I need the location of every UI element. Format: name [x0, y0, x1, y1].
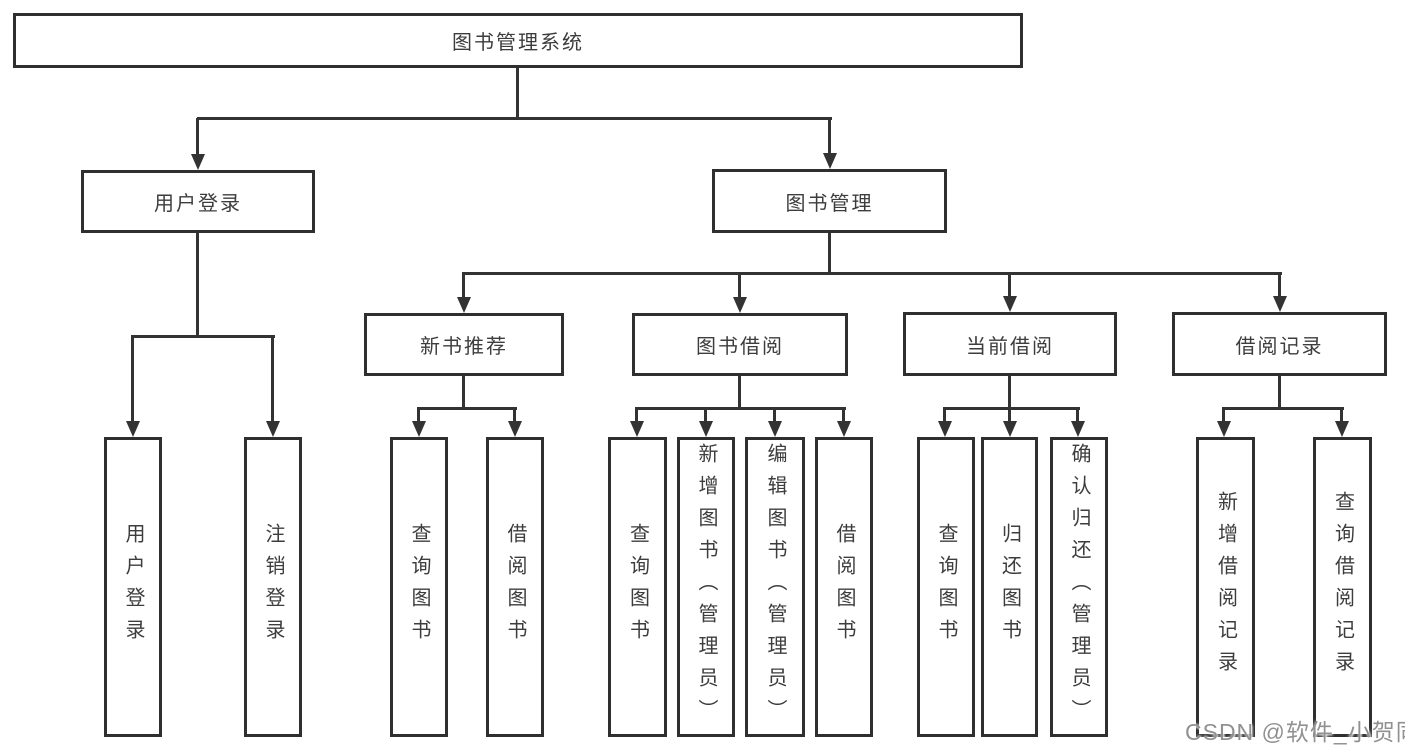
leaf-newbook-query-books-label: 查询图书: [408, 523, 430, 651]
connector-current-drop: [1008, 376, 1011, 409]
arrow-down-icon: [768, 421, 782, 437]
connector-bookmgmt-drop: [828, 233, 831, 274]
leaf-borrow-borrow-books: 借阅图书: [815, 437, 873, 737]
node-book-management-label: 图书管理: [785, 192, 874, 215]
connector-leaf: [773, 408, 776, 422]
leaf-current-query-books: 查询图书: [917, 437, 975, 737]
leaf-borrow-add-books-admin-label: 新增图书（管理员）: [695, 443, 717, 731]
connector-to-user-login: [196, 118, 199, 155]
node-borrow-records: 借阅记录: [1172, 312, 1387, 376]
leaf-borrow-edit-books-admin: 编辑图书（管理员）: [745, 437, 805, 737]
connector-userlogin-drop: [196, 232, 199, 336]
connector-leaf: [513, 408, 516, 422]
arrow-down-icon: [1071, 421, 1085, 437]
leaf-current-confirm-return-admin-label: 确认归还（管理员）: [1068, 443, 1090, 731]
connector-to-leaf-logout: [271, 336, 274, 421]
leaf-records-query-record: 查询借阅记录: [1313, 437, 1372, 737]
node-root-label: 图书管理系统: [452, 32, 584, 54]
connector-to-new-book: [462, 273, 465, 298]
leaf-records-add-record: 新增借阅记录: [1196, 437, 1255, 737]
connector-leaf: [417, 408, 420, 422]
leaf-user-login: 用户登录: [104, 437, 162, 737]
arrow-down-icon: [938, 421, 952, 437]
node-current-borrow: 当前借阅: [903, 312, 1117, 376]
arrow-down-icon: [1335, 421, 1349, 437]
node-new-book-recommend: 新书推荐: [364, 313, 564, 376]
node-book-management: 图书管理: [712, 169, 947, 233]
arrow-down-icon: [1003, 421, 1017, 437]
leaf-newbook-query-books: 查询图书: [390, 437, 448, 737]
connector-userlogin-rail: [131, 335, 275, 338]
connector-newbook-rail: [417, 407, 517, 410]
node-user-login: 用户登录: [81, 170, 315, 233]
connector-to-leaf-login: [131, 336, 134, 421]
arrow-down-icon: [412, 421, 426, 437]
leaf-borrow-query-books-label: 查询图书: [626, 523, 649, 651]
connector-to-current: [1008, 273, 1011, 297]
arrow-down-icon: [699, 421, 713, 437]
leaf-borrow-borrow-books-label: 借阅图书: [833, 523, 855, 651]
node-new-book-recommend-label: 新书推荐: [420, 336, 508, 358]
leaf-records-query-record-label: 查询借阅记录: [1331, 491, 1354, 683]
connector-to-borrow: [738, 273, 741, 298]
leaf-records-add-record-label: 新增借阅记录: [1214, 491, 1237, 683]
arrow-down-icon: [266, 421, 280, 437]
arrow-down-icon: [457, 297, 471, 313]
connector-records-drop: [1278, 376, 1281, 409]
node-book-borrow-label: 图书借阅: [696, 336, 784, 358]
leaf-borrow-edit-books-admin-label: 编辑图书（管理员）: [764, 443, 786, 731]
connector-leaf: [1076, 408, 1079, 422]
connector-current-rail: [943, 407, 1080, 410]
leaf-newbook-borrow-books: 借阅图书: [486, 437, 544, 737]
leaf-current-confirm-return-admin: 确认归还（管理员）: [1050, 437, 1108, 737]
leaf-current-return-books-label: 归还图书: [998, 523, 1021, 651]
connector-level2-rail: [462, 272, 1282, 275]
node-borrow-records-label: 借阅记录: [1235, 335, 1324, 358]
arrow-down-icon: [837, 421, 851, 437]
leaf-borrow-query-books: 查询图书: [608, 437, 667, 737]
arrow-down-icon: [126, 421, 140, 437]
leaf-newbook-borrow-books-label: 借阅图书: [504, 523, 526, 651]
leaf-logout-label: 注销登录: [262, 523, 284, 651]
leaf-user-login-label: 用户登录: [122, 523, 144, 651]
node-user-login-label: 用户登录: [154, 193, 242, 215]
connector-borrow-rail: [635, 407, 846, 410]
connector-leaf: [842, 408, 845, 422]
connector-leaf: [635, 408, 638, 422]
connector-newbook-drop: [462, 376, 465, 409]
connector-leaf: [1340, 408, 1343, 422]
arrow-down-icon: [733, 297, 747, 313]
arrow-down-icon: [823, 153, 837, 169]
connector-records-rail: [1222, 407, 1344, 410]
arrow-down-icon: [630, 421, 644, 437]
connector-leaf: [943, 408, 946, 422]
arrow-down-icon: [191, 154, 205, 170]
arrow-down-icon: [1217, 421, 1231, 437]
connector-borrow-drop: [738, 376, 741, 409]
connector-to-records: [1278, 273, 1281, 297]
connector-root-drop: [516, 68, 519, 118]
leaf-current-return-books: 归还图书: [981, 437, 1038, 737]
leaf-logout: 注销登录: [244, 437, 302, 737]
connector-to-book-mgmt: [828, 118, 831, 154]
leaf-borrow-add-books-admin: 新增图书（管理员）: [677, 437, 735, 737]
csdn-watermark: CSDN @软件_小贺同学: [1185, 719, 1405, 745]
arrow-down-icon: [1273, 296, 1287, 312]
node-root: 图书管理系统: [13, 13, 1023, 68]
connector-leaf: [704, 408, 707, 422]
arrow-down-icon: [1003, 296, 1017, 312]
node-current-borrow-label: 当前借阅: [966, 335, 1054, 358]
arrow-down-icon: [508, 421, 522, 437]
connector-leaf: [1222, 408, 1225, 422]
node-book-borrow: 图书借阅: [632, 313, 848, 376]
leaf-current-query-books-label: 查询图书: [935, 523, 957, 651]
connector-level1-rail: [197, 117, 832, 120]
connector-leaf: [1008, 408, 1011, 422]
